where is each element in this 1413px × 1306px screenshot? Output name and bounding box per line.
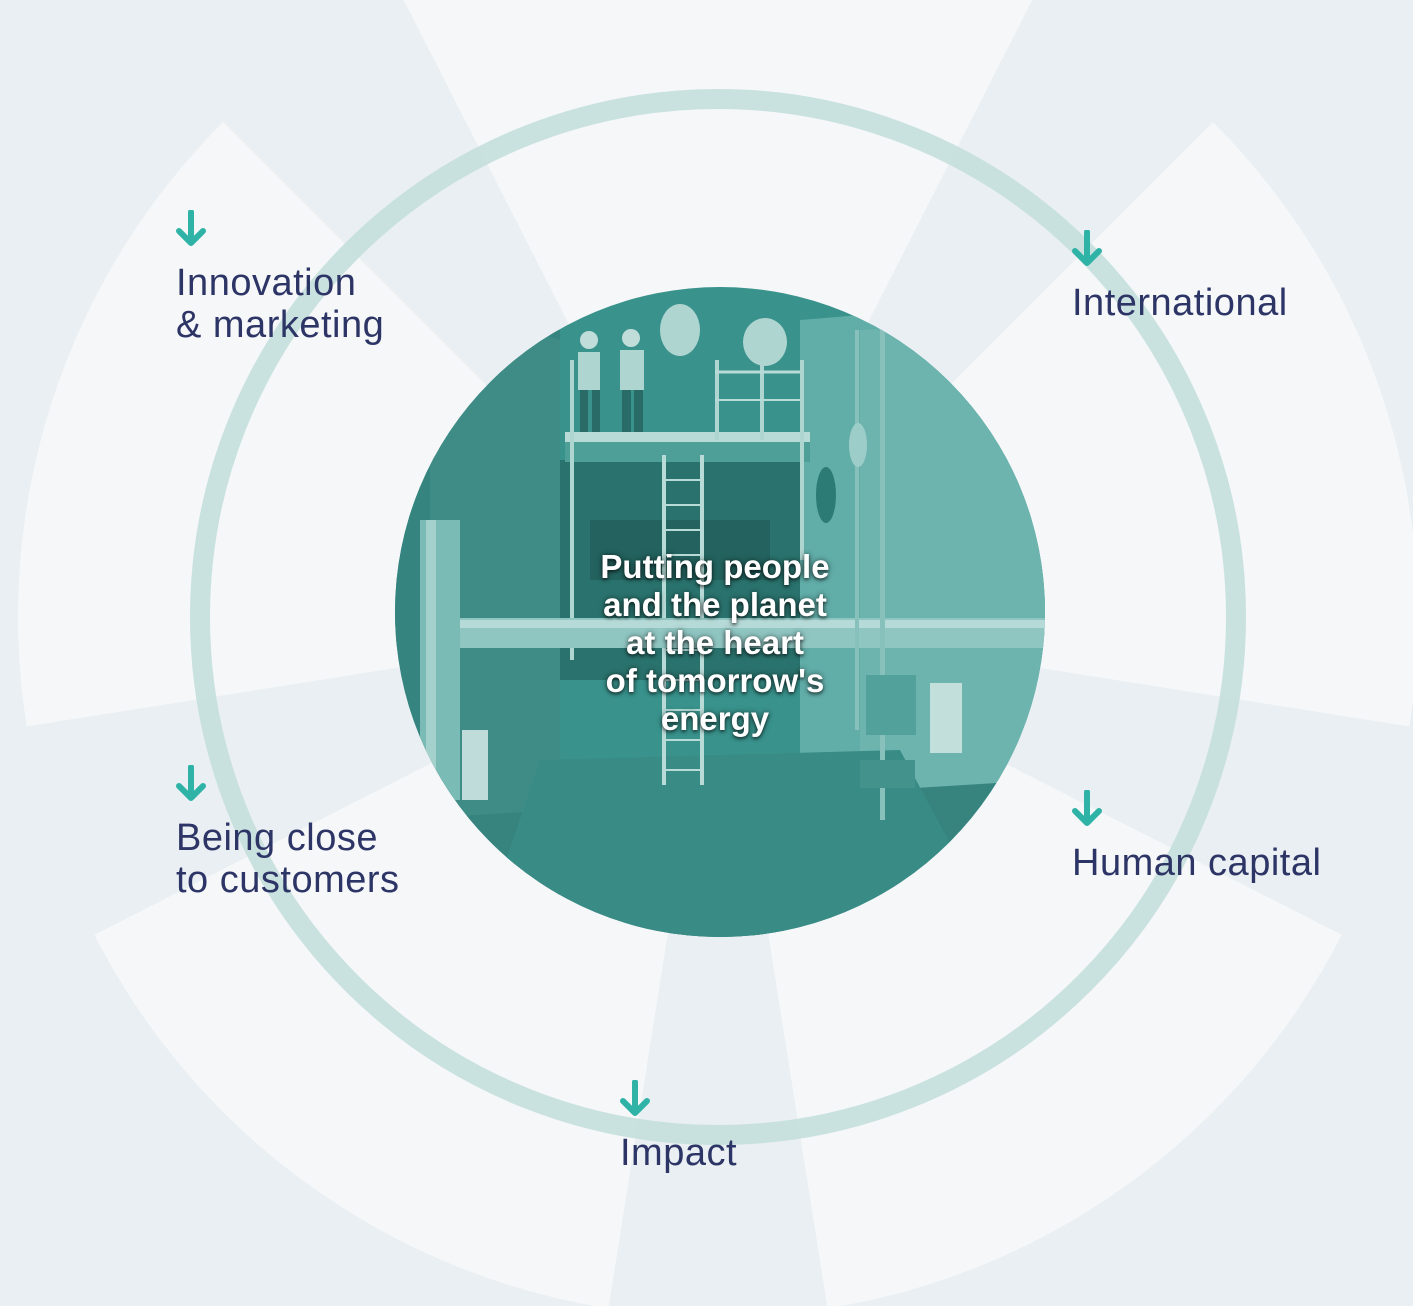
pillar-innovation: Innovation & marketing <box>176 210 384 346</box>
pillar-label: Impact <box>620 1132 738 1174</box>
pillar-label: International <box>1072 282 1288 324</box>
pillar-label: Innovation & marketing <box>176 262 385 346</box>
arrow-down-icon <box>1072 230 1102 266</box>
arrow-down-icon <box>176 210 206 246</box>
arrow-down-icon <box>620 1080 650 1116</box>
center-statement: Putting people and the planet at the hea… <box>600 548 830 737</box>
outer-ring <box>190 89 1246 1145</box>
pillar-international: International <box>1072 230 1288 324</box>
sector-group <box>18 0 1413 1306</box>
sector-wedge <box>18 122 506 727</box>
pillar-customers: Being close to customers <box>176 765 400 901</box>
sector-wedge <box>764 753 1342 1306</box>
sector-wedge <box>930 122 1413 727</box>
pillar-impact: Impact <box>620 1080 737 1174</box>
arrow-down-icon <box>1072 790 1102 826</box>
sector-wedge <box>94 753 672 1306</box>
pillar-label: Human capital <box>1072 842 1322 884</box>
arrow-down-icon <box>176 765 206 801</box>
sector-wedge <box>403 0 1033 350</box>
center-photo <box>395 287 1045 937</box>
pillar-human-capital: Human capital <box>1072 790 1321 884</box>
pillar-label: Being close to customers <box>176 817 400 901</box>
